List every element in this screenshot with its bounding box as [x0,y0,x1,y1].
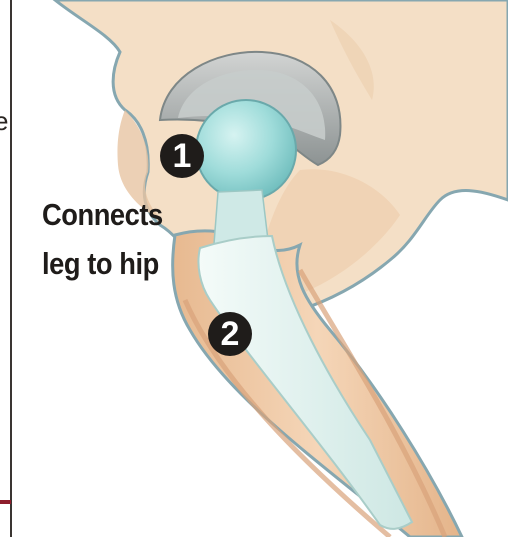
caption-line-1: Connects [42,190,163,239]
frame-accent-mark [0,500,11,504]
callout-marker-2: 2 [208,312,252,356]
diagram-caption: Connects leg to hip [42,190,163,288]
caption-line-2: leg to hip [42,239,163,288]
implant-ball-head [196,100,296,200]
callout-marker-1: 1 [160,134,204,178]
cropped-text-fragment: e [0,106,8,137]
